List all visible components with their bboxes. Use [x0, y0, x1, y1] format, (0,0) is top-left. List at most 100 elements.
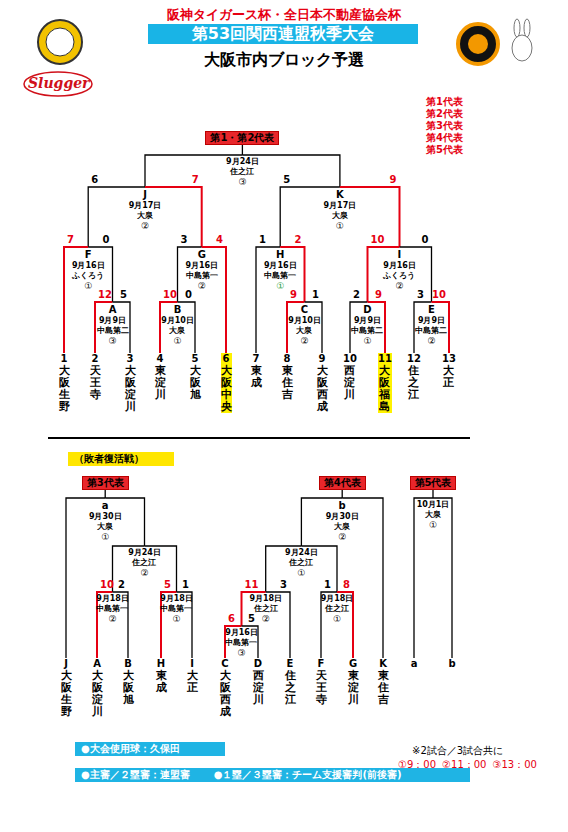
- banner-band: ●主審／２塁審：連盟審●１塁／３塁審：チーム支援審判(前後審): [75, 768, 470, 782]
- score: 2: [118, 579, 125, 591]
- game-letter: a: [89, 500, 122, 512]
- slot-number: ①: [417, 520, 450, 530]
- tigers-logo: [458, 24, 498, 64]
- team-name: 大正: [443, 365, 454, 389]
- team-number: H: [156, 658, 167, 670]
- game-label: b9月30日大泉②: [326, 498, 359, 542]
- team-name: 大阪中央: [221, 365, 232, 413]
- team-name: 大阪旭: [123, 670, 134, 706]
- team-number: F: [316, 658, 327, 670]
- game-label: K9月17日大泉①: [324, 187, 357, 231]
- game-info: 住之江: [128, 558, 161, 568]
- game-info: 9月9日: [351, 316, 383, 326]
- game-info: 9月17日: [324, 201, 357, 211]
- team-name: 大阪西成: [220, 670, 231, 718]
- team-name: 大阪福島: [379, 365, 390, 413]
- game-letter: K: [324, 189, 357, 201]
- representative-note: 第2代表: [426, 108, 463, 120]
- score: 9: [375, 289, 382, 301]
- game-letter: B: [161, 304, 194, 316]
- team-name: 天王寺: [316, 670, 327, 706]
- slot-number: ①: [161, 336, 194, 346]
- team-entry: F天王寺: [316, 658, 327, 706]
- team-entry: H東成: [156, 658, 167, 694]
- team-number: b: [448, 658, 455, 670]
- start-time: ③13：00: [492, 758, 536, 772]
- game-info: 9月24日: [285, 548, 318, 558]
- team-name: 西淀川: [344, 365, 355, 401]
- game-info: 中島第二: [415, 326, 447, 336]
- game-info: ふくろう: [72, 271, 105, 281]
- slot-number: ③: [97, 336, 129, 346]
- game-info: 9月10日: [288, 316, 321, 326]
- game-letter: b: [326, 500, 359, 512]
- score: 6: [91, 174, 98, 186]
- slot-number: ②: [96, 614, 129, 624]
- mascot-ear: [514, 19, 520, 37]
- node-text: 第5代表: [415, 477, 452, 489]
- team-entry: 3大阪淀川: [125, 353, 136, 413]
- team-name: 大阪西成: [317, 365, 328, 413]
- game-letter: D: [351, 304, 383, 316]
- game-letter: F: [72, 249, 105, 261]
- team-entry: 6大阪中央: [221, 353, 232, 413]
- team-number: C: [220, 658, 231, 670]
- game-info: 9月18日: [321, 594, 354, 604]
- game-info: 住之江: [285, 558, 318, 568]
- score: 2: [295, 234, 302, 246]
- score: 5: [120, 289, 127, 301]
- score: 0: [185, 289, 192, 301]
- team-number: A: [92, 658, 103, 670]
- game-info: 9月16日: [185, 261, 218, 271]
- team-name: 住之江: [408, 365, 419, 401]
- slot-number: ①: [321, 614, 354, 624]
- game-info: 大泉: [129, 211, 162, 221]
- team-number: 1: [59, 353, 70, 365]
- game-label: F9月16日ふくろう①: [72, 247, 105, 291]
- team-entry: B大阪旭: [123, 658, 134, 706]
- block-name: 大阪市内ブロック予選: [204, 50, 364, 71]
- section-separator: [48, 437, 470, 439]
- game-info: 中島第一: [264, 271, 297, 281]
- team-entry: 10西淀川: [343, 353, 357, 401]
- bracket-line: [105, 490, 106, 498]
- game-info: 中島第一: [225, 638, 258, 648]
- score: 2: [353, 289, 360, 301]
- banner-band: （敗者復活戦）: [68, 452, 174, 466]
- game-label: J9月17日大泉②: [129, 187, 162, 231]
- score: 7: [67, 234, 74, 246]
- team-number: 10: [343, 353, 357, 365]
- game-label: 9月18日住之江①: [321, 592, 354, 624]
- game-letter: H: [264, 249, 297, 261]
- game-label: A9月9日中島第二③: [97, 302, 129, 346]
- score: 8: [343, 579, 350, 591]
- game-info: 9月17日: [129, 201, 162, 211]
- score: 9: [290, 289, 297, 301]
- team-entry: 4東淀川: [155, 353, 166, 401]
- team-name: 大阪淀川: [125, 365, 136, 413]
- league-logo: [38, 20, 82, 64]
- bracket-line: [145, 187, 202, 247]
- bracket-line: [340, 187, 400, 247]
- score: 1: [324, 579, 331, 591]
- slot-number: ②: [129, 221, 162, 231]
- banner-band: ●大会使用球：久保田: [75, 742, 225, 756]
- start-time: ①9：00: [398, 758, 436, 772]
- team-number: 2: [90, 353, 101, 365]
- team-entry: 1大阪生野: [59, 353, 70, 413]
- game-label: 10月1日大泉①: [417, 498, 450, 530]
- team-entry: 7東成: [251, 353, 262, 389]
- team-entry: 11大阪福島: [378, 353, 392, 413]
- team-number: 9: [317, 353, 328, 365]
- game-info: 9月16日: [225, 628, 258, 638]
- score: 11: [244, 579, 258, 591]
- team-number: 11: [378, 353, 392, 365]
- representative-note: 第1代表: [426, 96, 463, 108]
- team-number: K: [378, 658, 389, 670]
- team-number: G: [348, 658, 359, 670]
- bracket-line: [88, 187, 145, 247]
- game-label: 9月24日住之江③: [226, 155, 259, 187]
- team-number: 4: [155, 353, 166, 365]
- team-name: 東住吉: [282, 365, 293, 401]
- title-band: 第53回関西連盟秋季大会: [148, 24, 418, 44]
